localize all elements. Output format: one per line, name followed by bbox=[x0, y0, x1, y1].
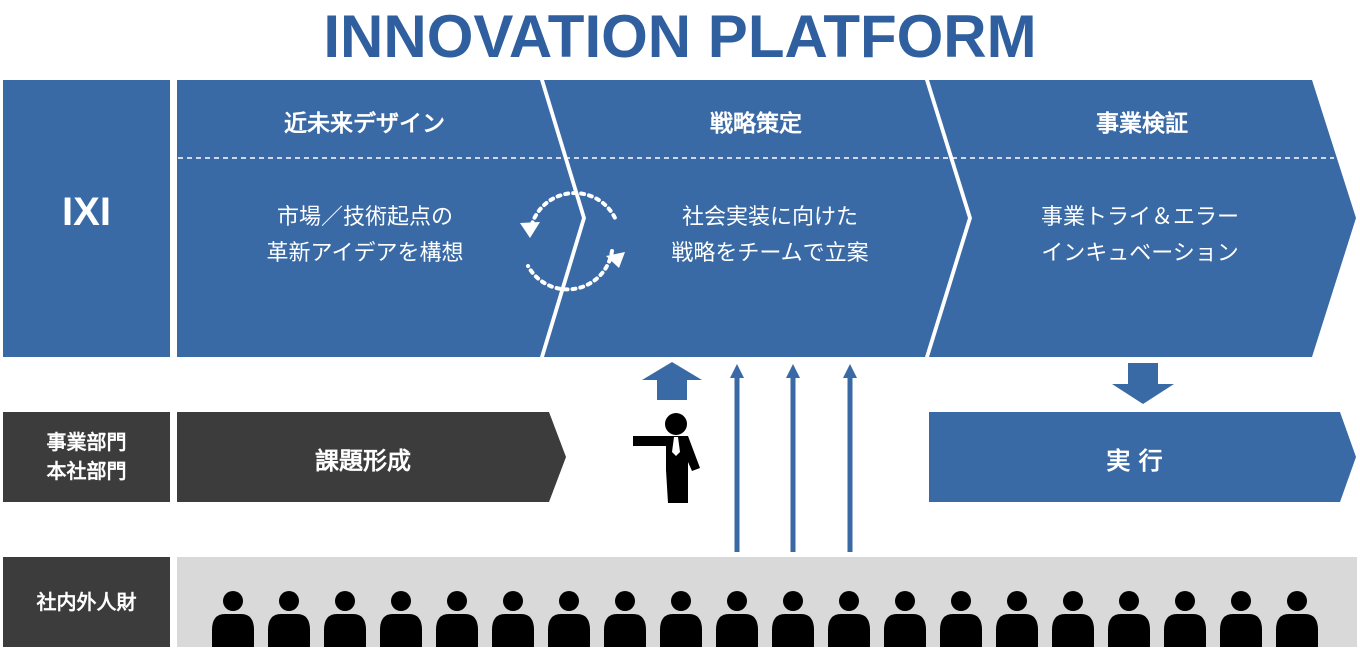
person-icon bbox=[716, 591, 758, 647]
person-icon bbox=[884, 591, 926, 647]
phase-title-validation: 事業検証 bbox=[1096, 111, 1188, 137]
person-icon bbox=[436, 591, 478, 647]
business-label-box bbox=[3, 412, 170, 502]
phase-body-strategy: 社会実装に向けた 戦略をチームで立案 bbox=[605, 200, 935, 272]
person-icon bbox=[604, 591, 646, 647]
execution-chevron bbox=[929, 412, 1356, 502]
talent-label-box bbox=[3, 557, 170, 647]
phase-body-near-future-design: 市場／技術起点の 革新アイデアを構想 bbox=[200, 200, 530, 272]
phase-chevron-near-future-design bbox=[177, 80, 582, 357]
up-arrow-icon bbox=[642, 362, 702, 400]
phase-body-line: インキュベーション bbox=[1041, 241, 1239, 266]
talent-band bbox=[177, 557, 1357, 647]
problem-formation-label: 課題形成 bbox=[315, 447, 411, 475]
phase-chevron-validation bbox=[929, 80, 1356, 357]
ixi-box bbox=[3, 80, 170, 357]
ixi-label: IXI bbox=[62, 190, 111, 234]
presenter-icon bbox=[633, 413, 700, 503]
person-icon bbox=[940, 591, 982, 647]
person-icon bbox=[660, 591, 702, 647]
people-row bbox=[212, 591, 1318, 647]
person-icon bbox=[380, 591, 422, 647]
person-icon bbox=[1220, 591, 1262, 647]
phase-body-line: 事業トライ＆エラー bbox=[1040, 205, 1239, 230]
person-icon bbox=[492, 591, 534, 647]
phase-chevron-strategy bbox=[544, 80, 968, 357]
person-icon bbox=[1108, 591, 1150, 647]
page-title: INNOVATION PLATFORM bbox=[323, 3, 1037, 70]
phase-body-validation: 事業トライ＆エラー インキュベーション bbox=[975, 200, 1305, 272]
person-icon bbox=[324, 591, 366, 647]
person-icon bbox=[772, 591, 814, 647]
down-arrow-icon bbox=[1112, 363, 1174, 404]
person-icon bbox=[1164, 591, 1206, 647]
business-row-label: 事業部門 本社部門 bbox=[3, 428, 170, 486]
phase-body-line: 戦略をチームで立案 bbox=[671, 241, 869, 266]
problem-formation-chevron bbox=[177, 412, 566, 502]
talent-row-label: 社内外人財 bbox=[36, 590, 137, 614]
phase-body-line: 革新アイデアを構想 bbox=[266, 241, 464, 266]
business-row-label-line: 事業部門 bbox=[46, 430, 127, 454]
person-icon bbox=[1052, 591, 1094, 647]
phase-title-strategy: 戦略策定 bbox=[710, 111, 802, 137]
person-icon bbox=[1276, 591, 1318, 647]
phase-body-line: 市場／技術起点の bbox=[276, 205, 453, 230]
person-icon bbox=[828, 591, 870, 647]
cycle-arrows-icon bbox=[520, 191, 625, 292]
phase-title-near-future-design: 近未来デザイン bbox=[284, 111, 445, 137]
business-row-label-line: 本社部門 bbox=[46, 459, 127, 483]
person-icon bbox=[548, 591, 590, 647]
phase-body-line: 社会実装に向けた bbox=[681, 205, 858, 230]
person-icon bbox=[212, 591, 254, 647]
person-icon bbox=[996, 591, 1038, 647]
thin-up-arrows bbox=[730, 364, 857, 552]
person-icon bbox=[268, 591, 310, 647]
execution-label: 実 行 bbox=[1106, 447, 1163, 475]
